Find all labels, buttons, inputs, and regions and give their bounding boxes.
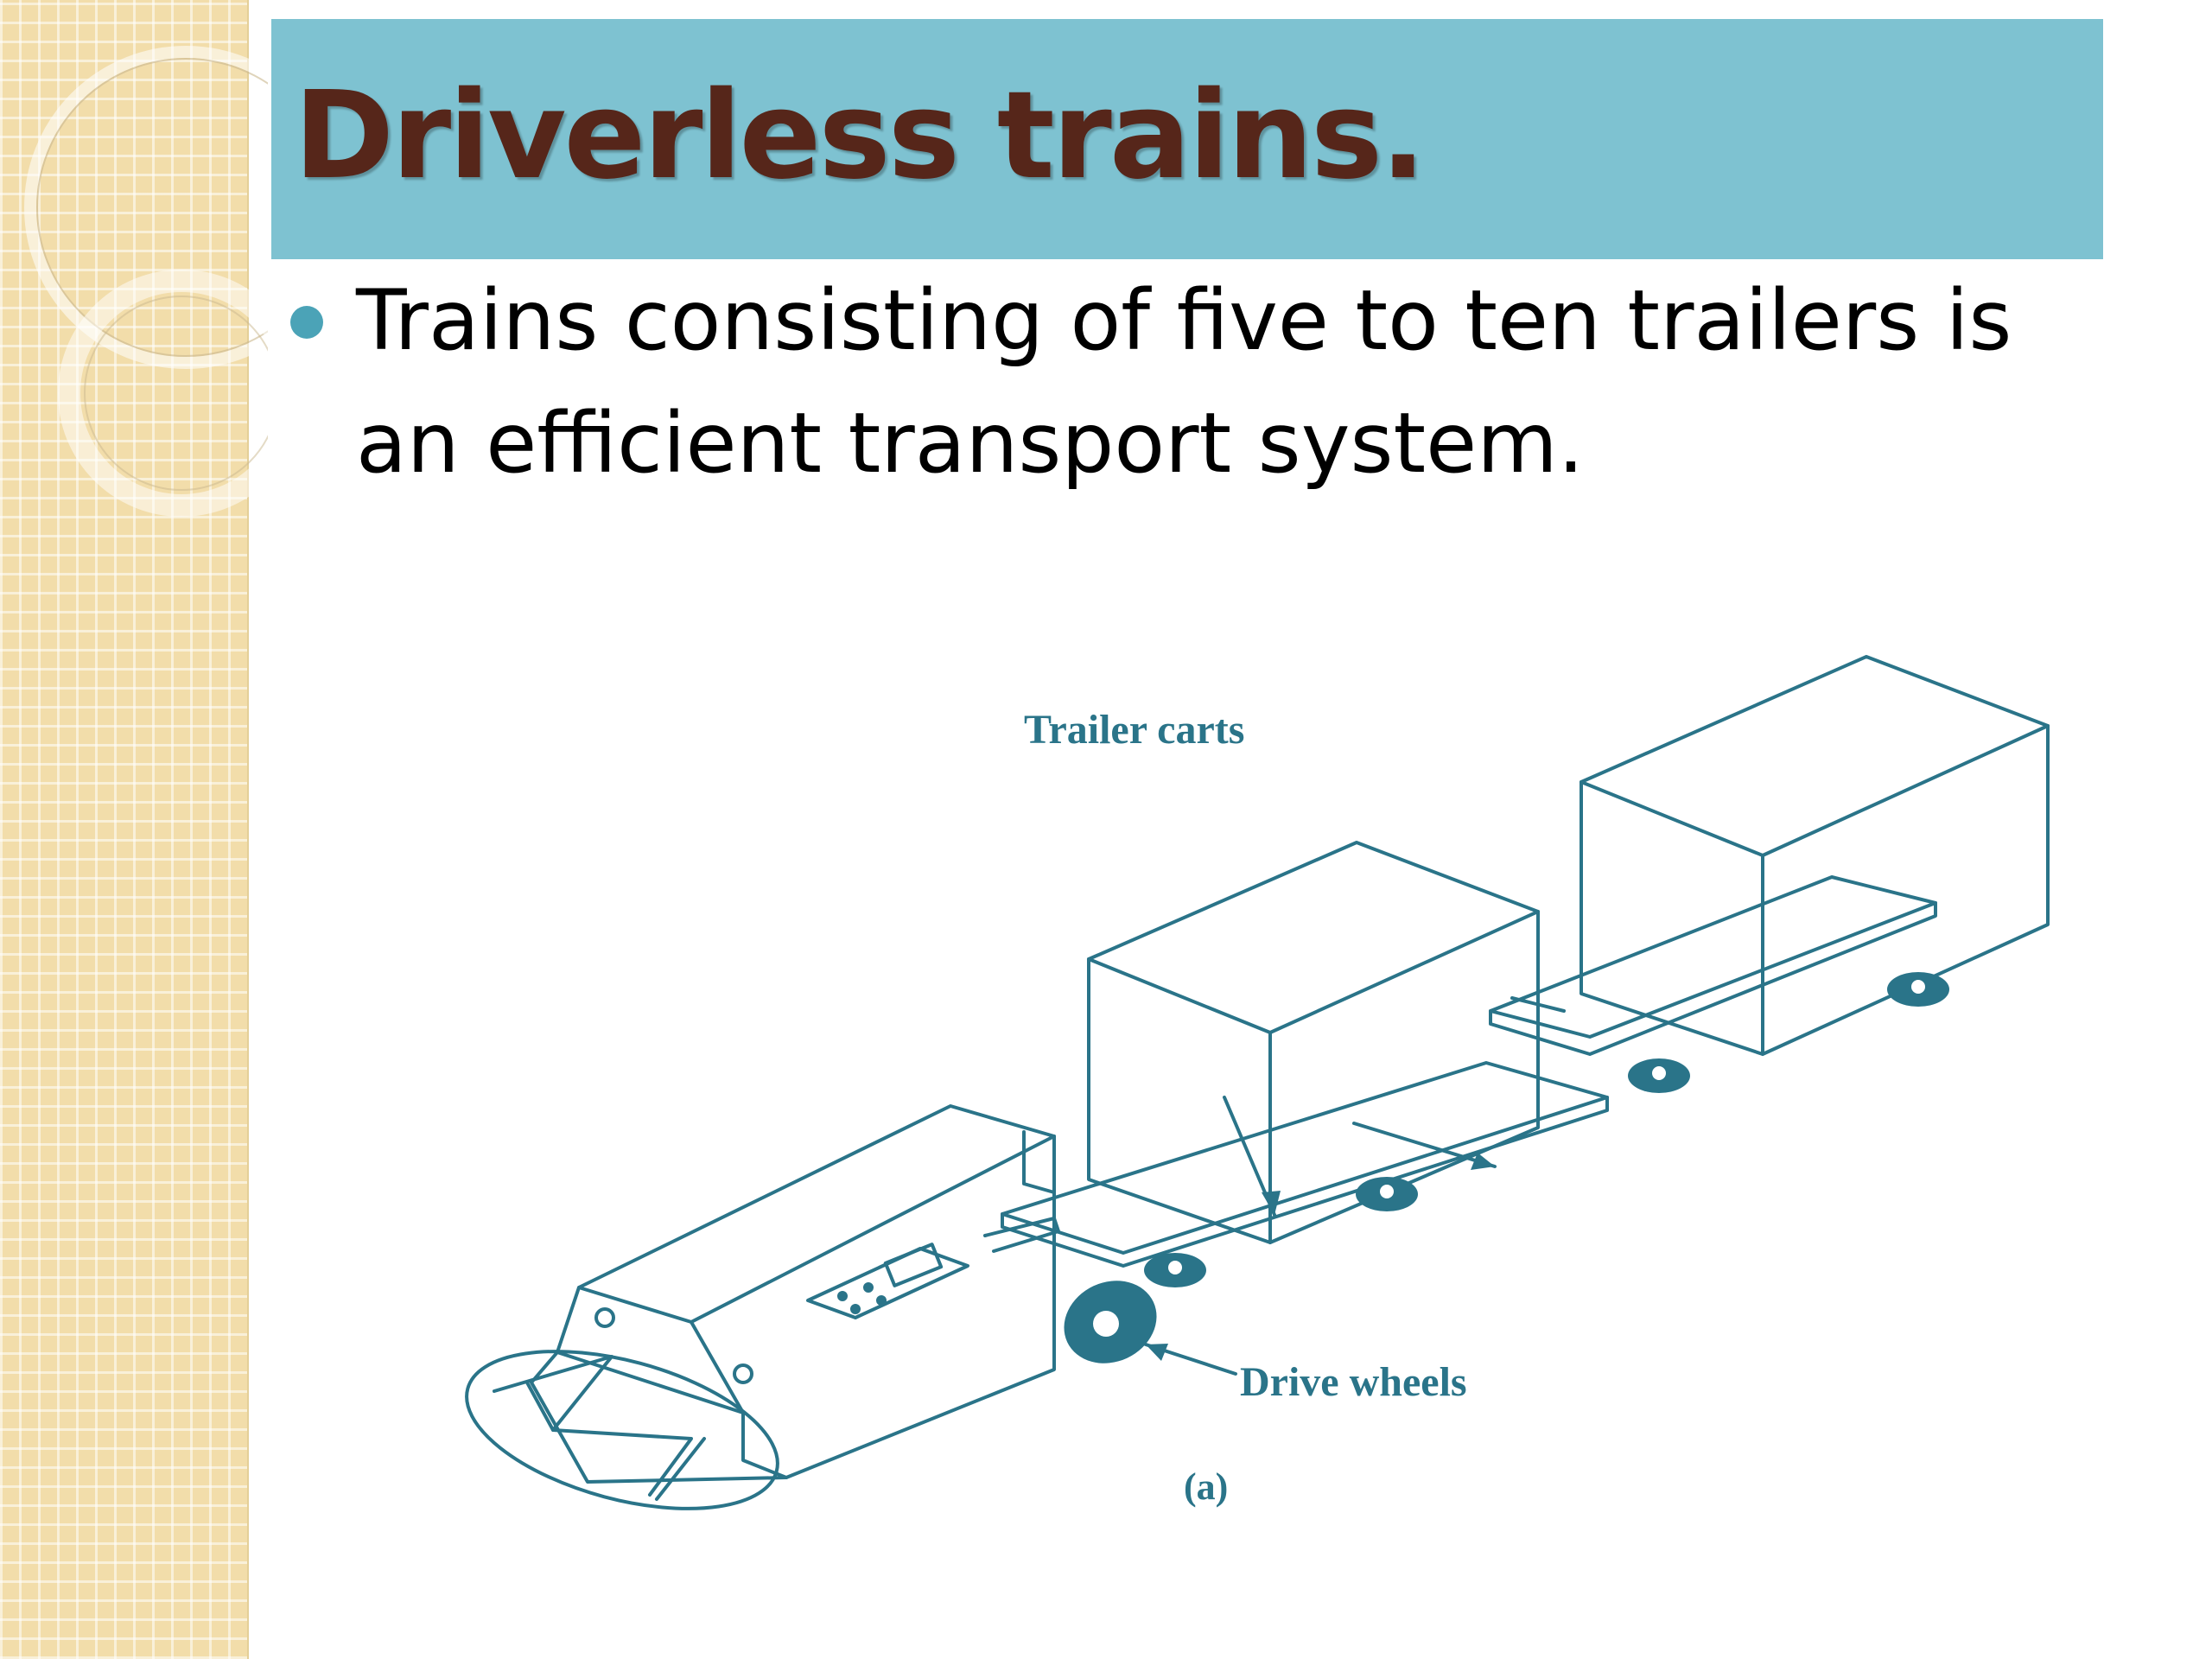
figure-caption: (a) [1184,1465,1228,1508]
driverless-train-illustration: Trailer carts Drive wheels (a) [465,655,2050,1510]
bullet-item: Trains consisting of five to ten trailer… [289,259,2120,505]
trailer-cart-front [1001,841,1609,1268]
bullet-list: Trains consisting of five to ten trailer… [289,259,2120,505]
trailer-cart-rear [1489,655,2050,1056]
label-trailer-carts: Trailer carts [1024,707,1244,753]
drive-wheel-icon [1064,1281,1157,1363]
tractor-vehicle [465,1104,1056,1510]
title-bar [271,19,2103,259]
slide-title: Driverless trains. [294,66,1426,207]
decorative-rings [24,46,268,517]
label-drive-wheels: Drive wheels [1240,1359,1467,1405]
bullet-text: Trains consisting of five to ten trailer… [356,272,2012,492]
bullet-icon [290,306,323,339]
